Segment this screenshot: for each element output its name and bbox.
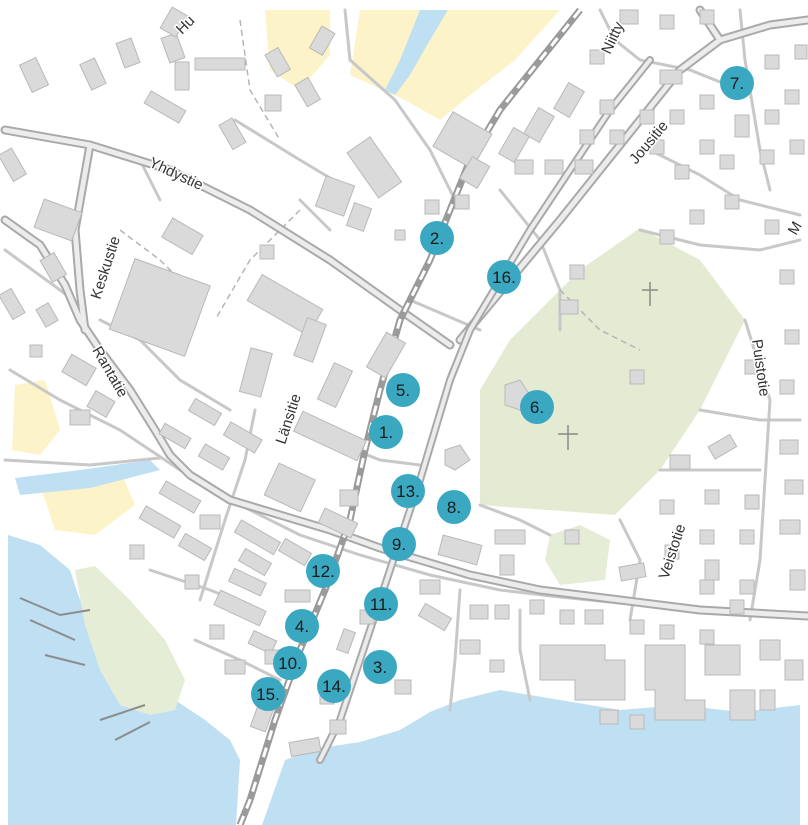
- marker-label: 7.: [730, 74, 744, 93]
- marker-circle[interactable]: [520, 390, 554, 424]
- cemetery-cross-north: [642, 282, 658, 306]
- marker-circle[interactable]: [306, 554, 340, 588]
- marker-circle[interactable]: [720, 66, 754, 100]
- location-marker-10[interactable]: 10.: [273, 646, 307, 680]
- sand-area-west: [12, 380, 60, 455]
- marker-circle[interactable]: [386, 373, 420, 407]
- sea-water-south: [262, 690, 800, 825]
- marker-circle[interactable]: [369, 415, 403, 449]
- marker-label: 2.: [430, 229, 444, 248]
- marker-circle[interactable]: [363, 650, 397, 684]
- marker-circle[interactable]: [391, 474, 425, 508]
- location-marker-6[interactable]: 6.: [520, 390, 554, 424]
- location-marker-1[interactable]: 1.: [369, 415, 403, 449]
- marker-circle[interactable]: [364, 587, 398, 621]
- marker-label: 4.: [295, 617, 309, 636]
- location-marker-3[interactable]: 3.: [363, 650, 397, 684]
- marker-circle[interactable]: [317, 669, 351, 703]
- marker-circle[interactable]: [285, 609, 319, 643]
- location-marker-7[interactable]: 7.: [720, 66, 754, 100]
- location-marker-2[interactable]: 2.: [420, 221, 454, 255]
- marker-circle[interactable]: [273, 646, 307, 680]
- location-marker-9[interactable]: 9.: [382, 527, 416, 561]
- piers: [19, 597, 151, 741]
- marker-label: 10.: [278, 654, 302, 673]
- location-marker-12[interactable]: 12.: [306, 554, 340, 588]
- river: [385, 10, 448, 95]
- marker-circle[interactable]: [487, 260, 521, 294]
- location-marker-14[interactable]: 14.: [317, 669, 351, 703]
- location-marker-13[interactable]: 13.: [391, 474, 425, 508]
- buildings: [0, 6, 808, 758]
- location-markers: 1. 2. 3. 4. 5. 6. 7. 8. 9. 10. 11. 12. 13. 14. 15. 16.: [251, 66, 754, 711]
- location-marker-15[interactable]: 15.: [251, 677, 285, 711]
- location-marker-5[interactable]: 5.: [386, 373, 420, 407]
- marker-label: 13.: [396, 482, 420, 501]
- marker-label: 9.: [392, 535, 406, 554]
- cemetery-cross-south: [558, 425, 578, 450]
- park-peninsula: [75, 566, 185, 715]
- marker-label: 5.: [396, 381, 410, 400]
- marker-circle[interactable]: [420, 221, 454, 255]
- marker-label: 6.: [530, 398, 544, 417]
- marker-label: 16.: [492, 268, 516, 287]
- marker-label: 3.: [373, 658, 387, 677]
- small-inlet: [15, 460, 160, 495]
- location-marker-4[interactable]: 4.: [285, 609, 319, 643]
- marker-label: 12.: [311, 562, 335, 581]
- jousitie-road: [316, 56, 654, 764]
- location-marker-8[interactable]: 8.: [437, 490, 471, 524]
- marker-label: 1.: [379, 423, 393, 442]
- marker-label: 11.: [370, 595, 392, 614]
- small-park: [545, 525, 610, 585]
- marker-circle[interactable]: [437, 490, 471, 524]
- location-marker-16[interactable]: 16.: [487, 260, 521, 294]
- marker-label: 15.: [256, 685, 280, 704]
- sand-area-river-east: [350, 10, 560, 120]
- cemetery-area: [480, 228, 745, 515]
- marker-label: 14.: [322, 677, 346, 696]
- location-marker-11[interactable]: 11.: [364, 587, 398, 621]
- marker-circle[interactable]: [382, 527, 416, 561]
- marker-circle[interactable]: [251, 677, 285, 711]
- marker-label: 8.: [447, 498, 461, 517]
